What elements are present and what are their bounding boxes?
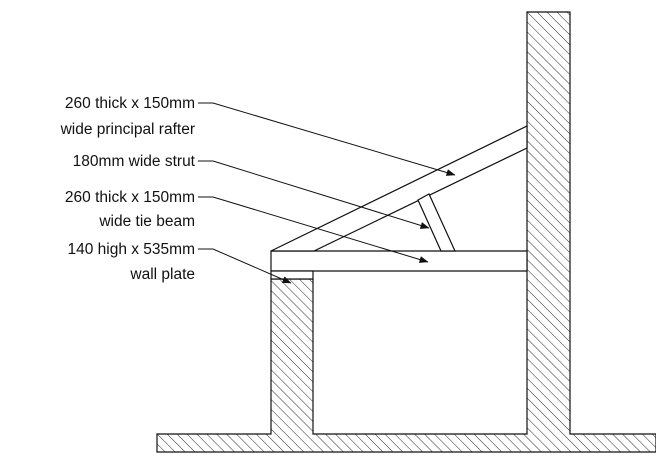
- strut-label: 180mm wide strut: [73, 153, 196, 170]
- wall-plate-label-line-2: wall plate: [129, 266, 195, 283]
- rafter-label-line-2: wide principal rafter: [60, 121, 195, 138]
- rafter-leader: [198, 102, 456, 176]
- wall-plate-label-line-1: 140 high x 535mm: [67, 241, 195, 258]
- tie-beam-label-line-1: 260 thick x 150mm: [65, 189, 195, 206]
- wall-plate-leader: [198, 248, 292, 284]
- strut-leader: [198, 160, 430, 229]
- rafter-label-line-1: 260 thick x 150mm: [65, 95, 195, 112]
- principal-rafter: [270, 125, 528, 252]
- masonry-wall-section: [156, 11, 656, 453]
- strut: [417, 193, 456, 252]
- tie-beam-label-line-2: wide tie beam: [98, 213, 195, 230]
- tie-beam: [270, 250, 528, 272]
- wall-plate: [270, 270, 314, 280]
- tie-beam-leader: [198, 196, 429, 263]
